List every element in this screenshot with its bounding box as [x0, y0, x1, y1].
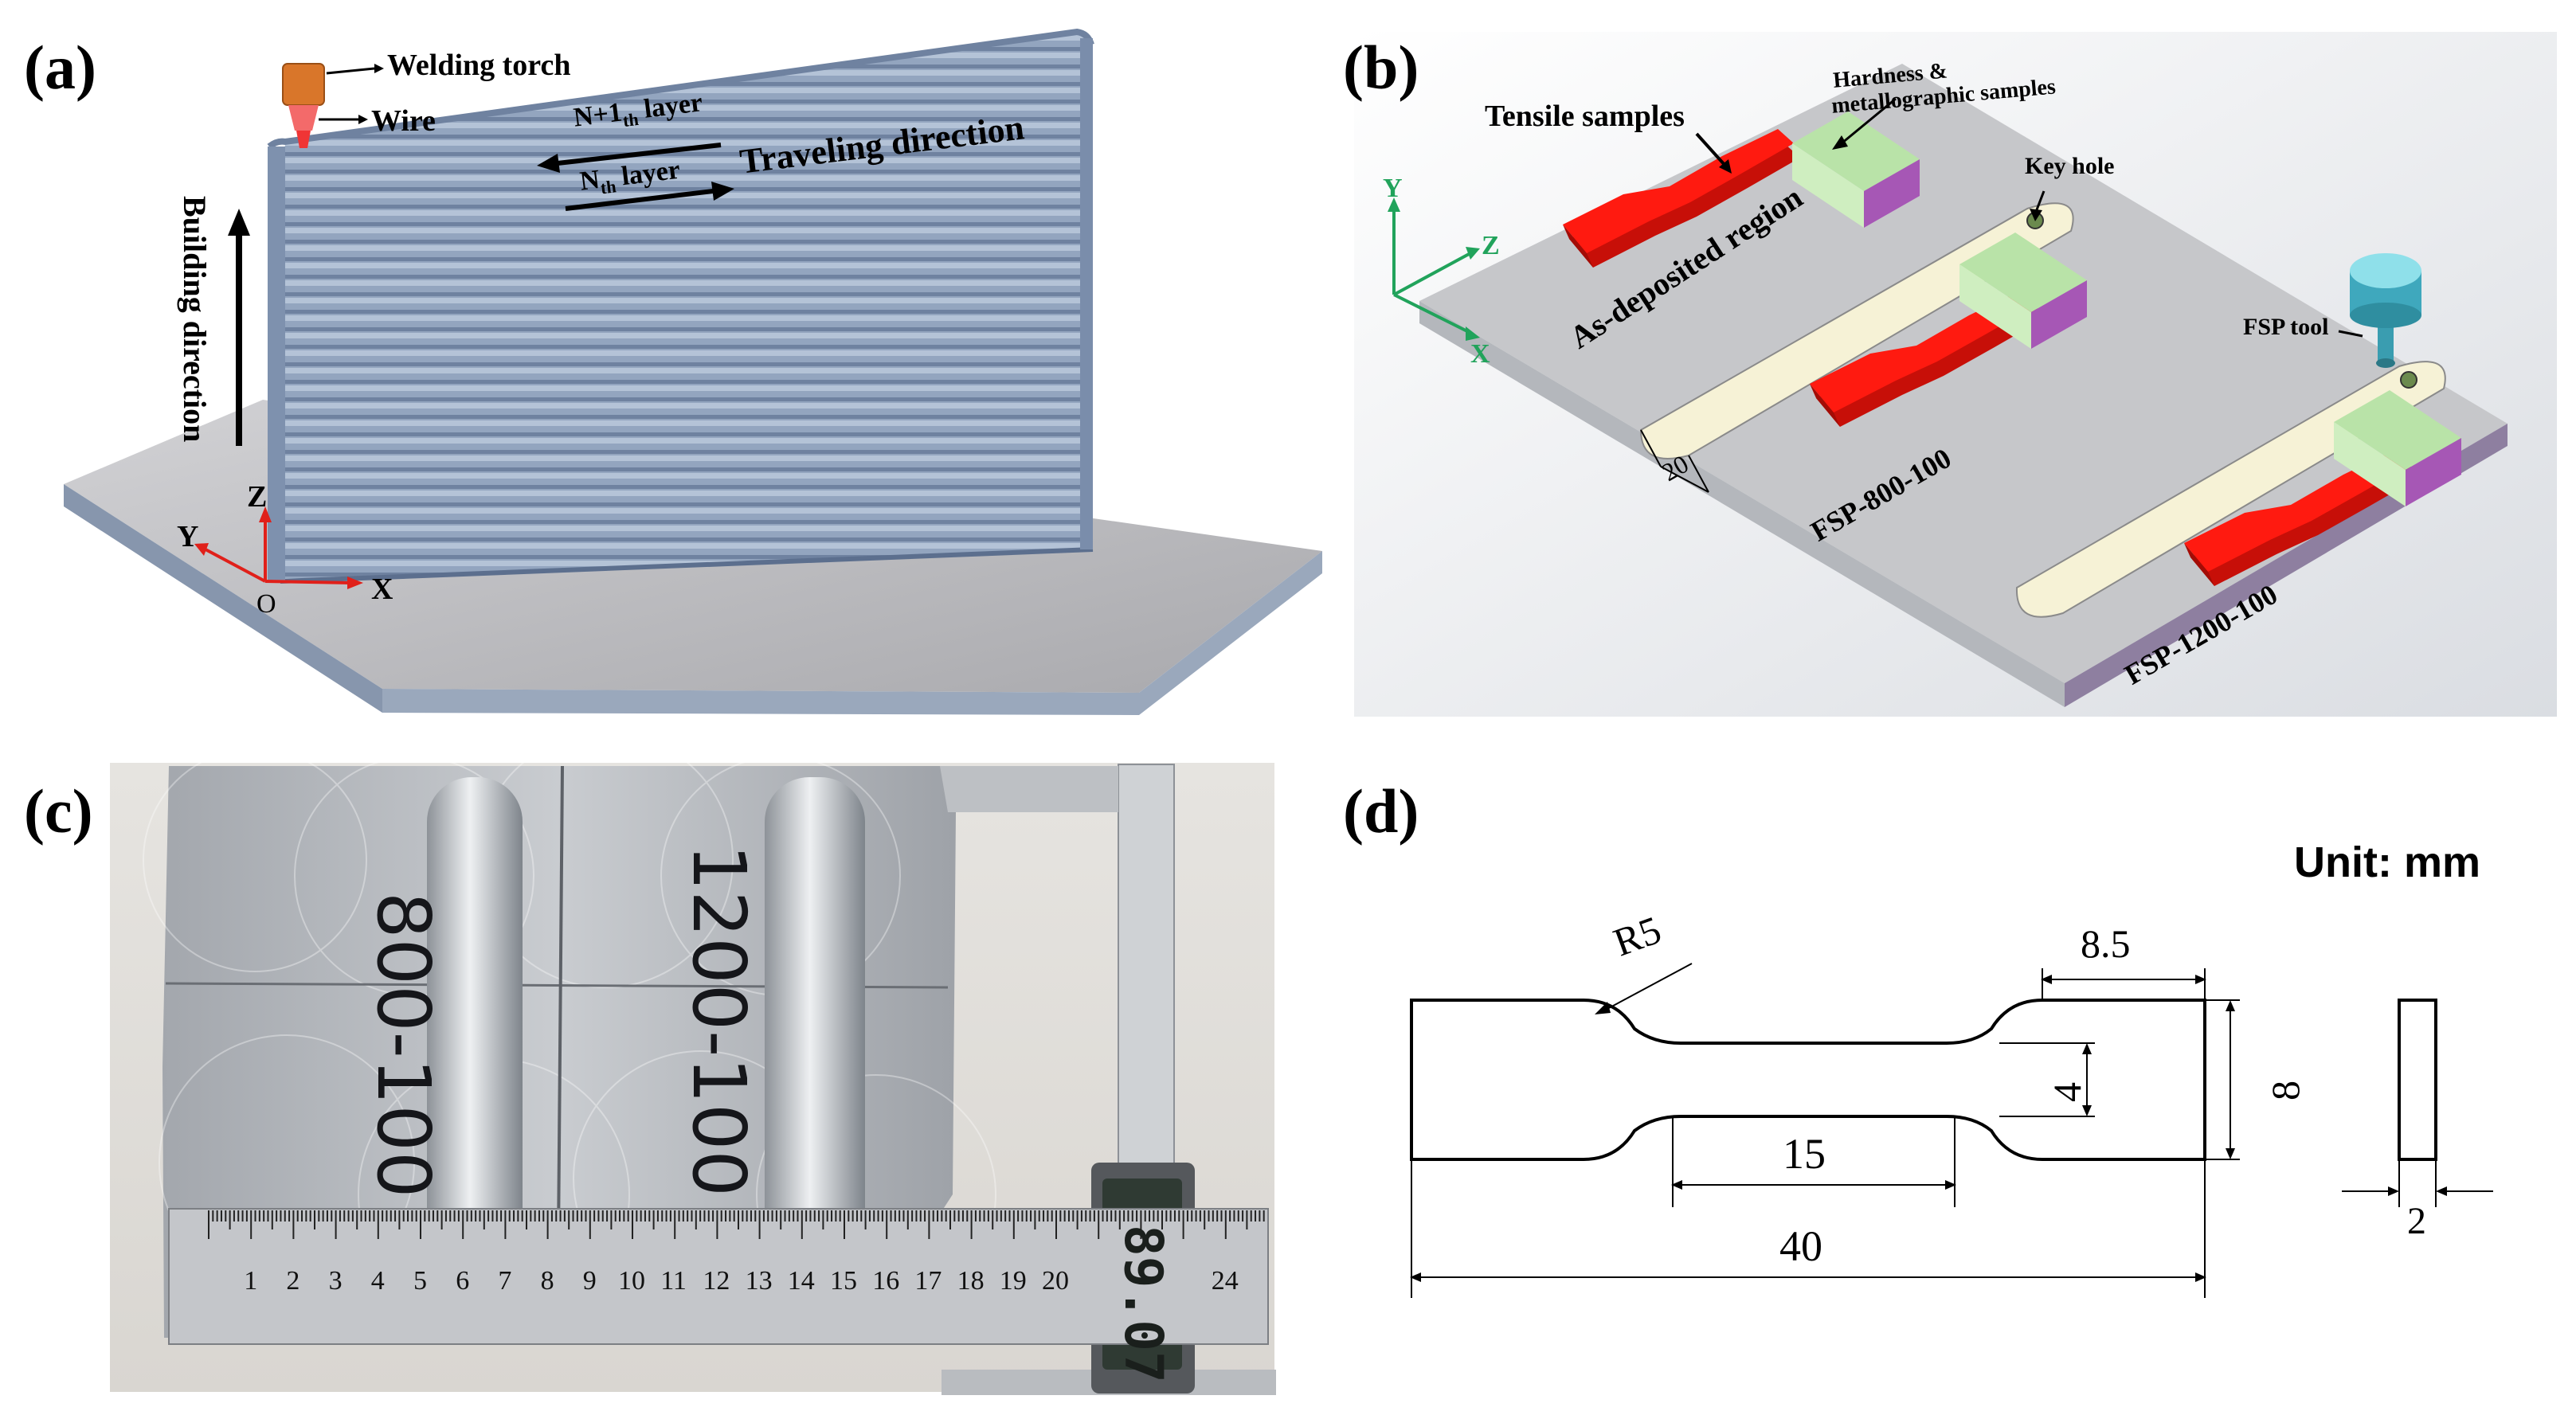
dim-40-label: 40 [1779, 1222, 1822, 1270]
panel-d-letter: (d) [1343, 776, 1419, 846]
fsp-tool-label: FSP tool [2243, 314, 2329, 340]
axis-y-label-b: Y [1383, 174, 1403, 203]
axis-z-label-b: Z [1482, 231, 1500, 260]
ruler-number: 7 [498, 1266, 512, 1296]
dim-15-label: 15 [1783, 1130, 1826, 1178]
fsp-tool [2350, 253, 2421, 368]
panel-a-illustration [64, 28, 1322, 715]
handwriting-1200: 1200-100 [676, 844, 761, 1197]
building-direction-label: Building direction [177, 196, 213, 443]
specimen-cross-section [2398, 999, 2437, 1161]
ruler-number: 4 [370, 1266, 385, 1296]
layer-n-main: N [578, 165, 601, 197]
ruler-number: 16 [872, 1266, 900, 1296]
tensile-samples-fsp-800 [1810, 233, 2087, 427]
ruler-number: 18 [957, 1266, 985, 1296]
key-hole-label: Key hole [2025, 153, 2115, 179]
panel-d: (d) Unit: mm R5 8.5 8 4 15 40 2 [1343, 749, 2576, 1411]
ruler-number: 5 [413, 1266, 427, 1296]
panel-c-letter: (c) [24, 776, 93, 846]
dim-8-5-label: 8.5 [2081, 921, 2131, 966]
panel-c-photo [110, 732, 1276, 1395]
dim-2-label: 2 [2407, 1200, 2426, 1242]
axis-x-label-b: X [1470, 339, 1490, 369]
panel-d-drawing [1410, 963, 2493, 1298]
ruler-number: 6 [456, 1266, 470, 1296]
coordinate-axes-a [194, 506, 363, 589]
fsp-ridge-800 [427, 777, 523, 1319]
fsp-ridge-1200 [765, 777, 865, 1327]
panel-b-illustration [1354, 32, 2557, 717]
ruler-number: 24 [1211, 1266, 1239, 1296]
ruler-number: 9 [582, 1266, 597, 1296]
panel-b-letter: (b) [1343, 33, 1419, 102]
ruler-number: 15 [830, 1266, 857, 1296]
dim-4-label: 4 [2045, 1082, 2089, 1102]
panel-a: (a) Welding torch Wire N+1th layer Nth l… [0, 0, 1338, 717]
dim-8-label: 8 [2263, 1081, 2308, 1100]
ruler-number: 1 [244, 1266, 258, 1296]
unit-label: Unit: mm [2294, 838, 2480, 886]
welding-torch [282, 63, 325, 148]
panel-a-letter: (a) [24, 33, 96, 102]
substrate-plate-edge [64, 484, 382, 713]
ruler-number: 12 [703, 1266, 730, 1296]
deposited-wall [267, 28, 1094, 584]
ruler-number: 3 [328, 1266, 343, 1296]
tensile-samples-label: Tensile samples [1485, 100, 1685, 133]
ruler-number: 8 [540, 1266, 554, 1296]
axis-z-label-a: Z [247, 480, 268, 514]
ruler-number: 17 [914, 1266, 942, 1296]
handwriting-800: 800-100 [361, 892, 446, 1198]
ruler-number: 19 [999, 1266, 1027, 1296]
tensile-samples-as-deposited [1563, 111, 1920, 268]
axis-o-label-a: O [256, 589, 276, 619]
axis-x-label-a: X [371, 573, 393, 606]
wire-label: Wire [371, 104, 436, 138]
ruler-number: 10 [618, 1266, 645, 1296]
layer-n-arrow [565, 189, 714, 211]
layer-n1-arrow [557, 143, 722, 166]
ruler-number: 11 [660, 1266, 687, 1296]
welding-torch-label: Welding torch [387, 49, 571, 82]
ruler-number: 14 [787, 1266, 815, 1296]
coordinate-axes-b [1388, 197, 1480, 341]
caliper-reading: 89.07 [1113, 1225, 1174, 1383]
axis-y-label-a: Y [177, 520, 199, 553]
ruler-number: 13 [745, 1266, 773, 1296]
ruler-ticks [208, 1210, 1265, 1239]
fsp-plate-side-left [1419, 301, 2065, 707]
panel-b: (b) Tensile samples Hardness & metallogr… [1343, 32, 2557, 717]
layer-n1-main: N+1 [572, 97, 624, 133]
ruler-number: 2 [286, 1266, 300, 1296]
ruler-number: 20 [1042, 1266, 1069, 1296]
steel-ruler [168, 1208, 1269, 1345]
tensile-samples-fsp-1200 [2184, 390, 2461, 586]
substrate-plate-edge-front [382, 551, 1322, 715]
